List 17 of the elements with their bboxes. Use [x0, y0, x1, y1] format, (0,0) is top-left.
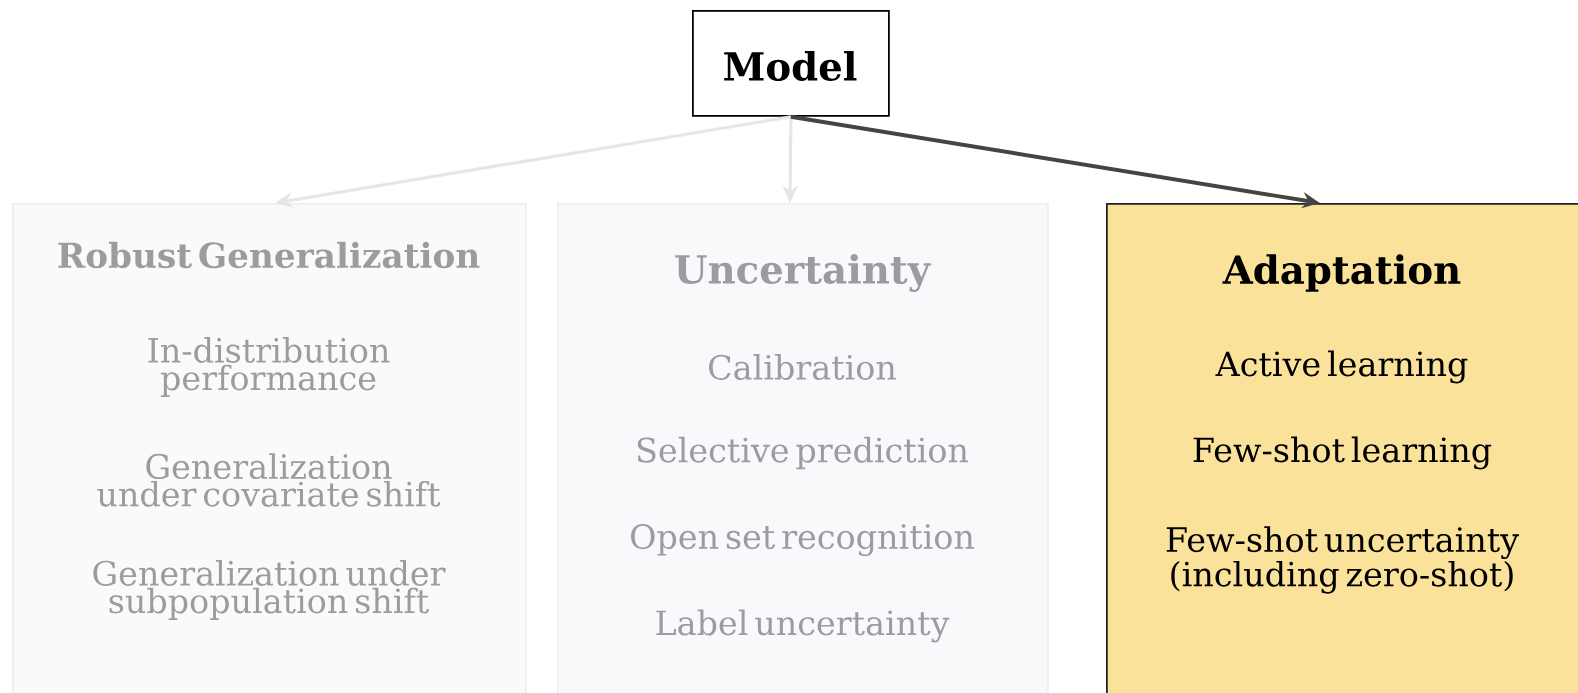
list-item: Active learning — [1215, 350, 1468, 384]
model-box — [692, 10, 890, 117]
list-item: Open set recognition — [631, 523, 974, 557]
list-item: Generalization under subpopulation shift — [93, 560, 446, 620]
heading: Robust Generalization — [58, 241, 480, 269]
category-box — [1106, 203, 1578, 693]
list-item: Few-shot learning — [1193, 436, 1492, 470]
list-item: Few-shot uncertainty (including zero-shot) — [1166, 526, 1519, 594]
list-item: Label uncertainty — [656, 609, 950, 643]
heading: Adaptation — [1222, 254, 1461, 292]
heading: Uncertainty — [675, 254, 932, 292]
list-item: In-distribution performance — [148, 337, 390, 397]
list-item: Selective prediction — [637, 436, 969, 470]
list-item: Generalization under covariate shift — [97, 453, 441, 507]
list-item: Calibration — [709, 354, 896, 380]
heading: Model — [724, 51, 857, 81]
category-box — [12, 203, 527, 693]
